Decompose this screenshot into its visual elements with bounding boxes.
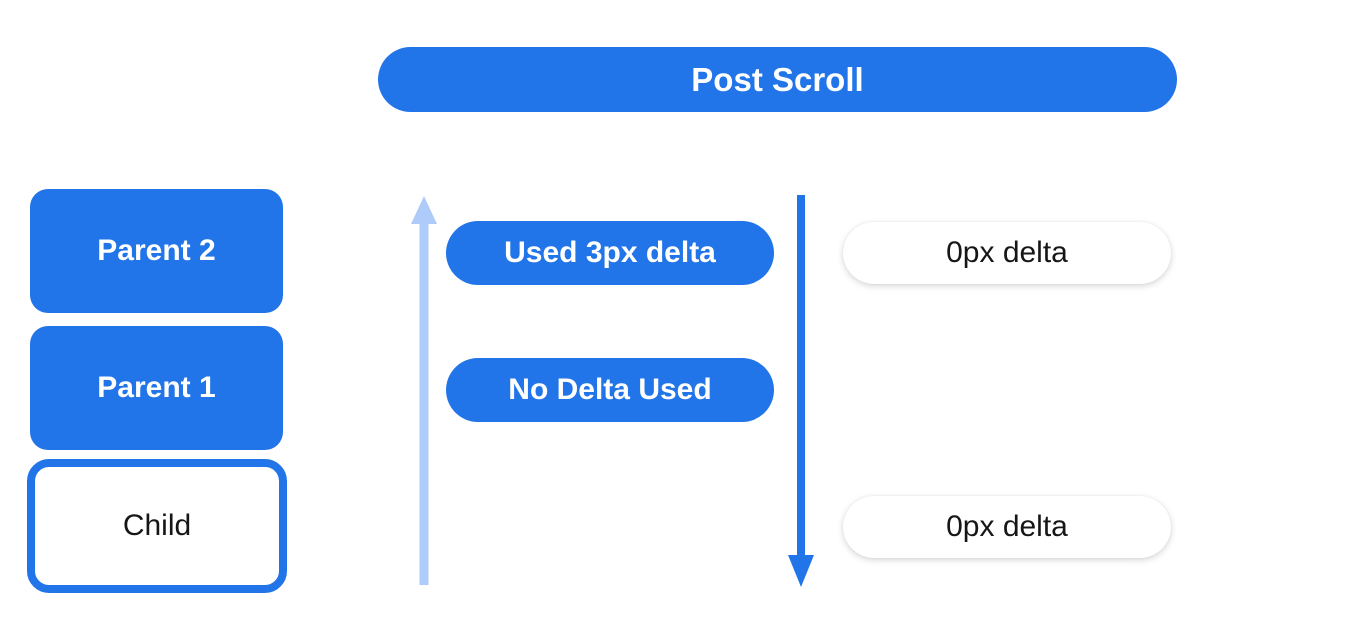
no-delta-used-pill: No Delta Used	[446, 358, 774, 422]
parent-2-box: Parent 2	[30, 189, 283, 313]
zero-delta-bottom-pill: 0px delta	[843, 496, 1171, 558]
used-3px-delta-pill: Used 3px delta	[446, 221, 774, 285]
down-arrow-icon	[788, 195, 814, 587]
child-box: Child	[27, 459, 287, 593]
parent-1-label: Parent 1	[97, 371, 216, 404]
no-delta-used-label: No Delta Used	[508, 373, 712, 406]
post-scroll-banner: Post Scroll	[378, 47, 1177, 112]
zero-delta-bottom-label: 0px delta	[946, 510, 1068, 543]
used-3px-delta-label: Used 3px delta	[504, 236, 716, 269]
child-label: Child	[122, 509, 192, 542]
up-arrow-icon	[411, 196, 437, 585]
parent-1-box: Parent 1	[30, 326, 283, 450]
post-scroll-label: Post Scroll	[691, 60, 864, 98]
zero-delta-top-label: 0px delta	[946, 236, 1068, 269]
zero-delta-top-pill: 0px delta	[843, 222, 1171, 284]
parent-2-label: Parent 2	[97, 234, 216, 267]
